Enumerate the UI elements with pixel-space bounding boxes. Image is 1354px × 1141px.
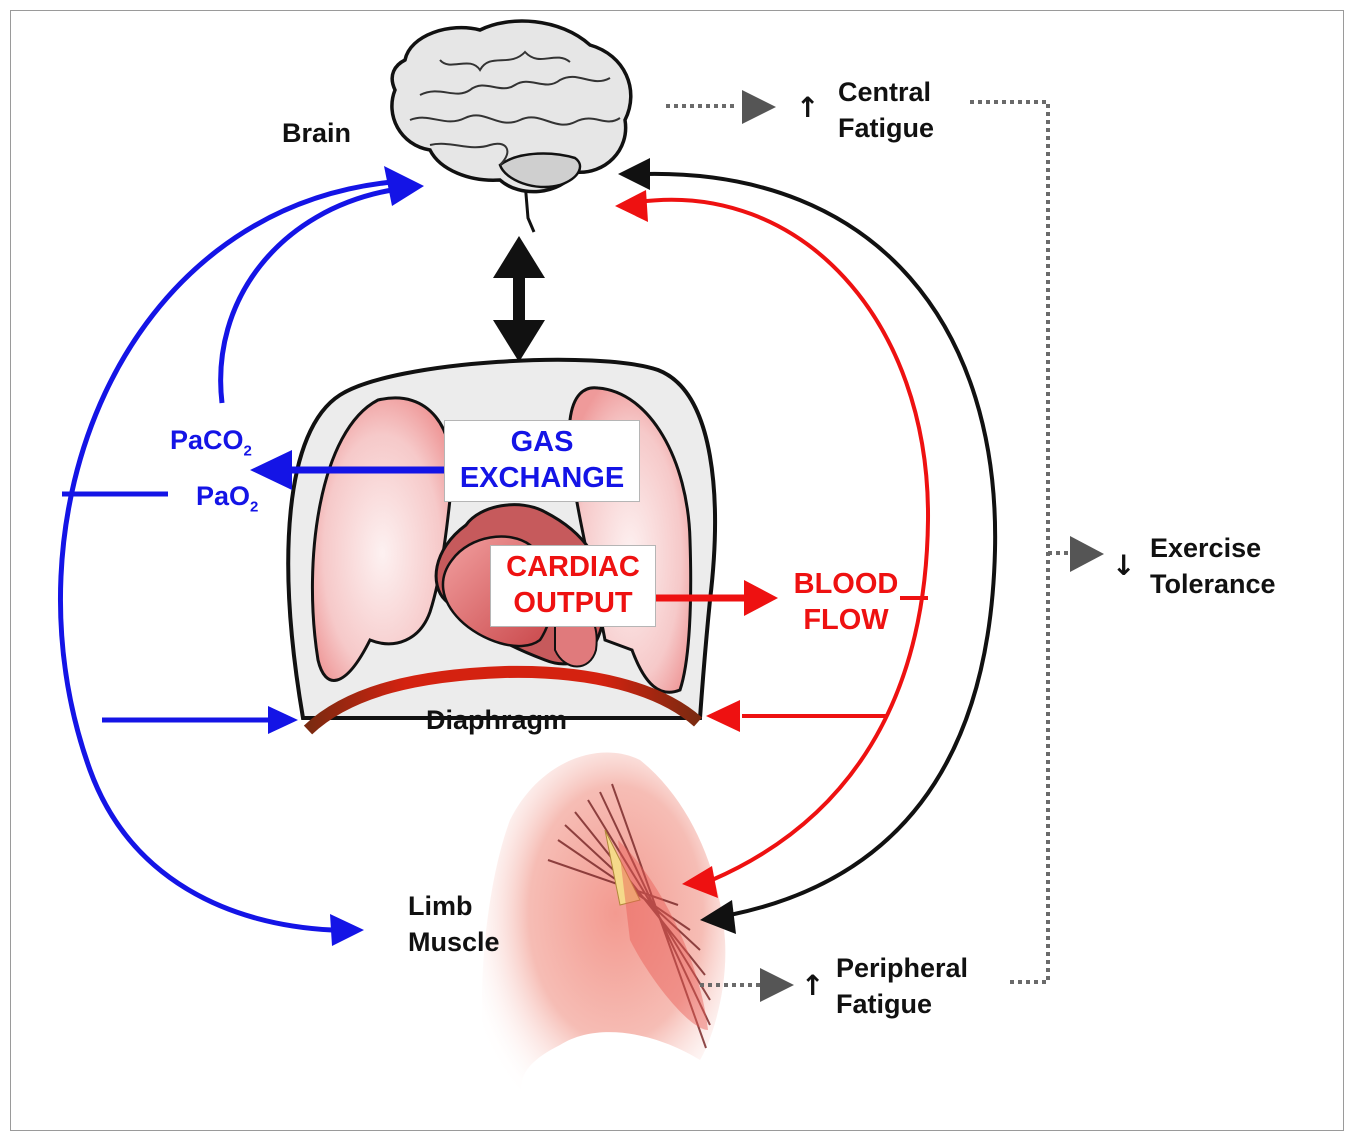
dotted-pathways [666, 102, 1070, 985]
diaphragm-label: Diaphragm [426, 702, 567, 738]
thorax-icon [288, 360, 715, 718]
peripheral-fatigue-line2: Fatigue [836, 986, 968, 1022]
central-fatigue-line2: Fatigue [838, 110, 934, 146]
pao2-subscript: 2 [250, 498, 258, 515]
cardiac-output-line1: CARDIAC [491, 549, 655, 585]
exercise-tolerance-line2: Tolerance [1150, 566, 1276, 602]
gas-exchange-line2: EXCHANGE [445, 460, 639, 496]
peripheral-fatigue-line1: Peripheral [836, 950, 968, 986]
gas-exchange-box: GAS EXCHANGE [444, 420, 640, 502]
cardiac-output-box: CARDIAC OUTPUT [490, 545, 656, 627]
cardiac-output-line2: OUTPUT [491, 585, 655, 621]
paco2-to-brain-arc [221, 190, 392, 403]
limb-muscle-line1: Limb [408, 888, 500, 924]
limb-muscle-label: Limb Muscle [408, 888, 500, 961]
paco2-label: PaCO2 [170, 422, 252, 462]
central-fatigue-line1: Central [838, 74, 934, 110]
gas-exchange-line1: GAS [445, 424, 639, 460]
blood-flow-line1: BLOOD [783, 566, 909, 602]
exercise-tolerance-line1: Exercise [1150, 530, 1276, 566]
pao2-label: PaO2 [196, 478, 258, 518]
exercise-tolerance-label: Exercise Tolerance [1150, 530, 1276, 603]
double-arrow-up-head [493, 236, 545, 278]
down-arrow-icon: ↓ [1112, 552, 1135, 580]
blood-flow-label: BLOOD FLOW [783, 566, 909, 639]
double-arrow-down-head [493, 320, 545, 362]
up-arrow-icon: ↑ [796, 94, 819, 122]
limb-muscle-line2: Muscle [408, 924, 500, 960]
pao2-text: PaO [196, 481, 250, 511]
brain-icon [392, 21, 631, 232]
peripheral-fatigue-label: Peripheral Fatigue [836, 950, 968, 1023]
paco2-text: PaCO [170, 425, 244, 455]
blood-flow-line2: FLOW [783, 602, 909, 638]
central-fatigue-label: Central Fatigue [838, 74, 934, 147]
paco2-subscript: 2 [244, 442, 252, 459]
limb-muscle-icon [482, 753, 725, 1111]
brain-label: Brain [282, 115, 351, 151]
up-arrow-icon: ↑ [801, 972, 824, 1000]
